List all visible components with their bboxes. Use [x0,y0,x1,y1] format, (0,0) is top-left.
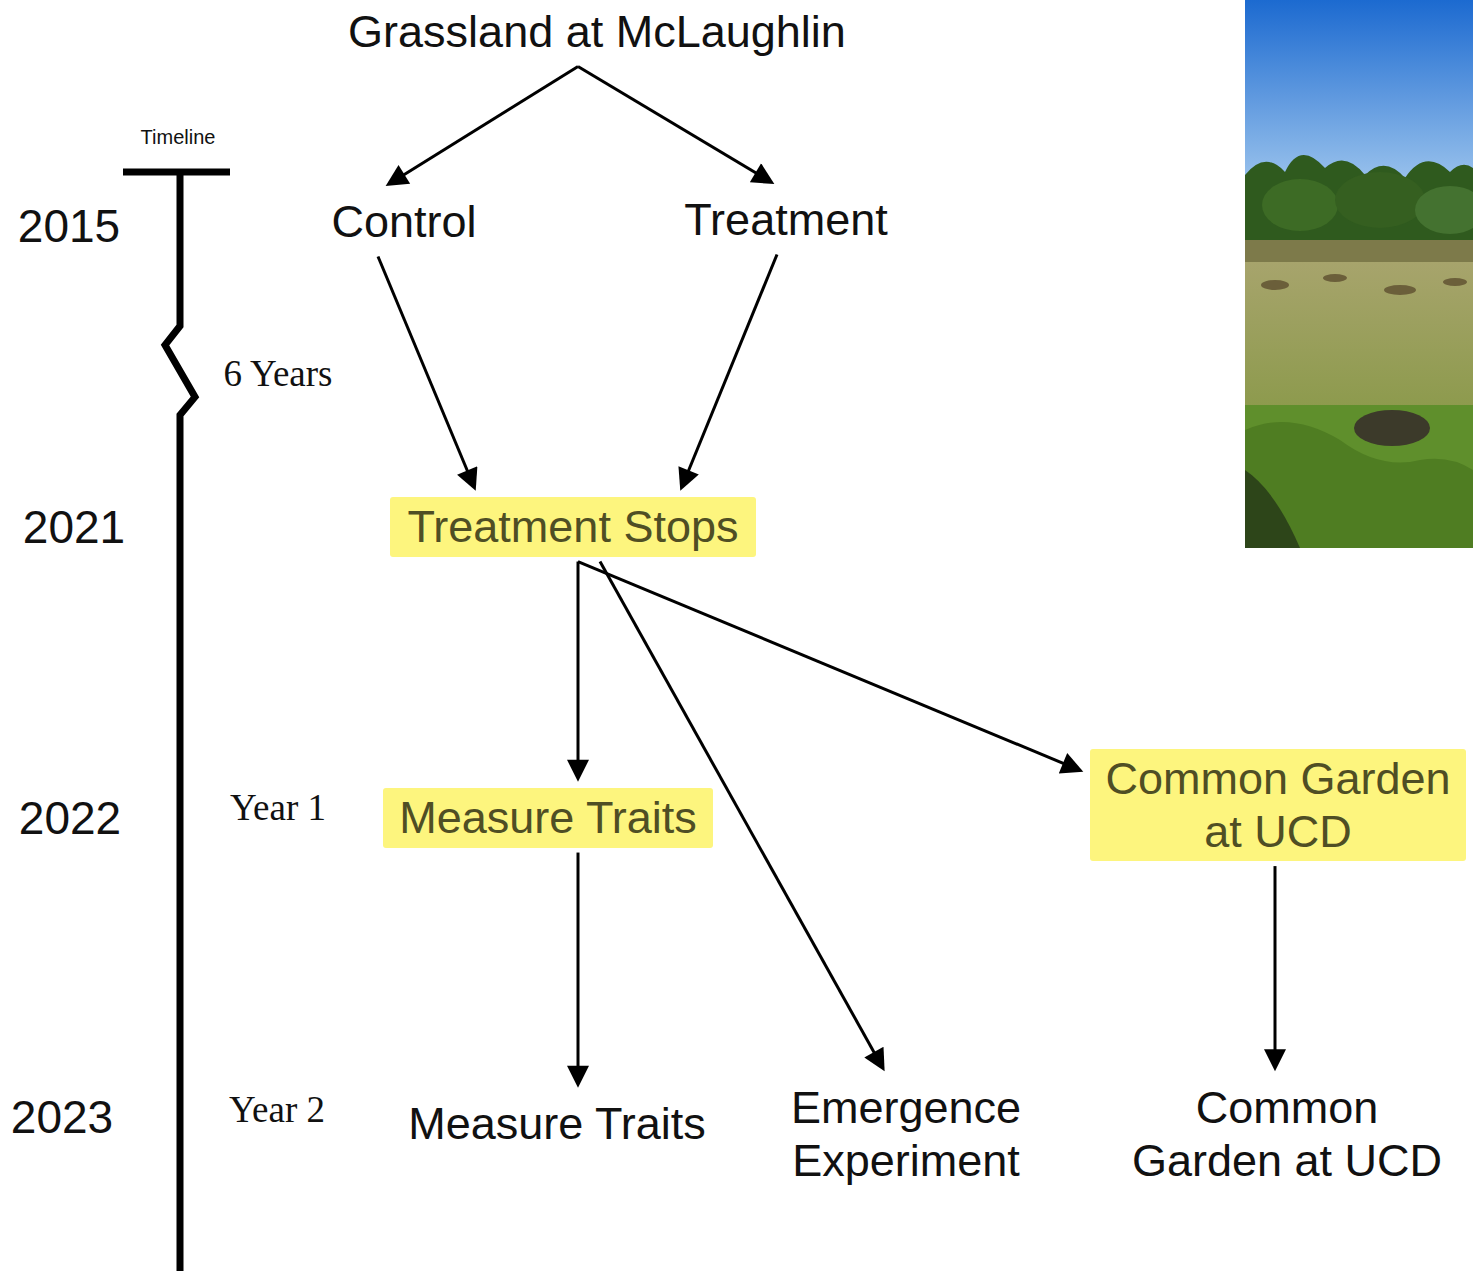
dry-grass [1245,262,1473,412]
step-text: Common Garden at UCD [1117,1078,1458,1190]
step-label: Grassland at McLaughlin [348,5,846,58]
timeline-mark: 2022 [19,792,121,845]
step-label: Measure Traits [399,791,697,844]
timeline-mark: 2021 [23,501,125,554]
mound [1384,285,1416,295]
flow-arrow [577,562,580,773]
timeline-mark: Year 1 [230,787,326,830]
mound [1443,278,1467,286]
step-text: Control [323,192,484,251]
step-label: Control [331,195,476,248]
step-label: Common Garden at UCD [1098,752,1458,858]
step-text: Grassland at McLaughlin [340,2,854,61]
tree [1262,179,1338,231]
timeline-title: Timeline [141,126,216,149]
mound [1261,280,1289,290]
highlighted-step: Measure Traits [383,788,713,847]
timeline-axis [165,172,195,1271]
highlighted-step: Common Garden at UCD [1090,749,1466,861]
step-text: Treatment [676,190,895,249]
mound [1323,274,1347,282]
grassland-photo [1245,0,1473,548]
dirt-mound [1354,410,1430,446]
timeline-mark: 6 Years [224,353,333,396]
timeline-mark: 2023 [11,1091,113,1144]
green-grass [1245,422,1473,548]
timeline-mark: Year 2 [229,1089,325,1132]
timeline-mark: 2015 [18,200,120,253]
green-grass [1245,405,1473,548]
highlighted-step: Treatment Stops [390,497,757,556]
tree [1415,186,1473,234]
step-text: Emergence Experiment [776,1078,1037,1190]
flow-arrow [577,853,580,1079]
flow-arrow [684,255,777,483]
shadow [1245,470,1300,548]
step-label: Emergence Experiment [784,1081,1029,1187]
step-label: Measure Traits [408,1097,706,1150]
step-label: Treatment [684,193,887,246]
flow-arrow [393,67,578,182]
flow-arrow [578,562,1075,769]
flow-arrow [1274,866,1277,1062]
step-text: Measure Traits [400,1094,714,1153]
step-label: Common Garden at UCD [1125,1081,1450,1187]
flow-arrow [578,67,766,180]
tree [1335,172,1425,228]
step-label: Treatment Stops [408,500,739,553]
flow-arrow [378,257,472,483]
